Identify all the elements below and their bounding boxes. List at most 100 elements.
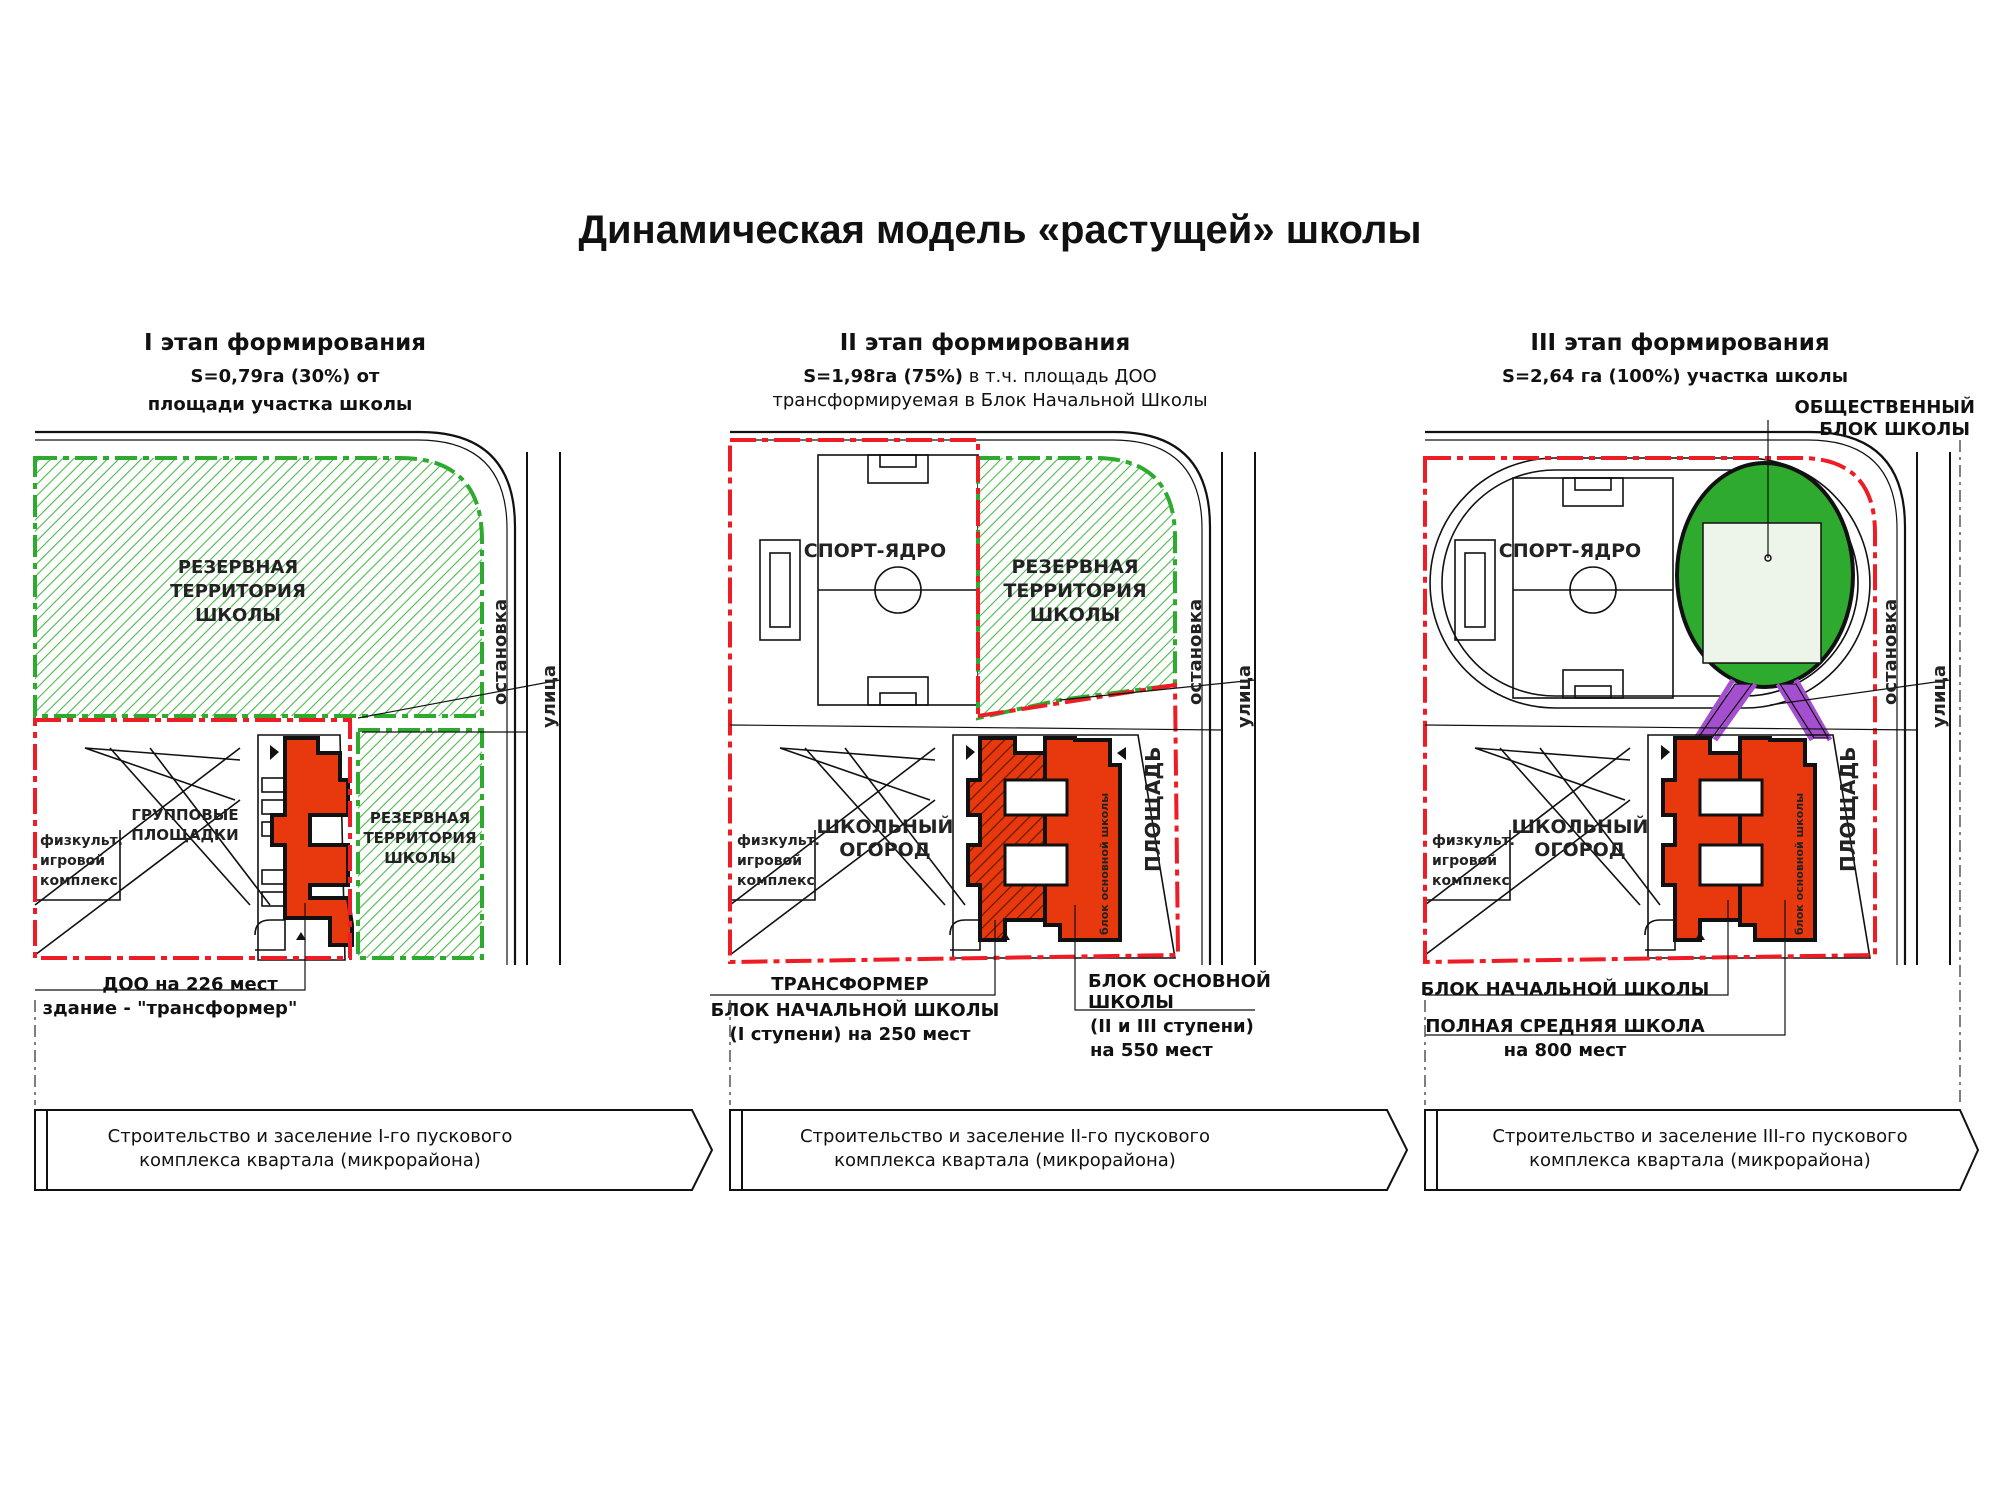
- reserve-territory-big: [33, 456, 484, 718]
- entrance-icon: [296, 932, 306, 940]
- stage-1-area-line2: площади участка школы: [148, 394, 413, 415]
- stop-label: остановка: [490, 599, 511, 705]
- main-block-vertical-label: блок основной школы: [1098, 793, 1111, 935]
- stage-1-area-rest: от: [350, 366, 380, 387]
- pointer-line: [729, 724, 1223, 731]
- timeline-arrow: [729, 1109, 1409, 1191]
- callout-text: здание - "трансформер": [43, 998, 298, 1019]
- sport-field: [759, 454, 979, 706]
- stage-2: II этап формирования S=1,98га (75%) в т.…: [710, 330, 1409, 1191]
- primary-block-building: [966, 736, 1047, 942]
- phys-label: игровой: [1432, 853, 1497, 869]
- callout-line: [1425, 900, 1786, 1036]
- public-block-building: [1702, 522, 1822, 664]
- doo-building: [270, 736, 354, 947]
- callout-line: [1425, 900, 1729, 996]
- stage-3-area-rest: участка школы: [1681, 366, 1848, 387]
- street-curb-inner: [1425, 439, 1898, 965]
- phys-label: игровой: [737, 853, 802, 869]
- square-label: ПЛОЩАДЬ: [1836, 747, 1860, 872]
- purple-link-fill: [1696, 683, 1830, 739]
- main-block-label: БЛОК ОСНОВНОЙ: [1088, 970, 1271, 992]
- full-school-label: ПОЛНАЯ СРЕДНЯЯ ШКОЛА: [1425, 1016, 1704, 1037]
- phys-label: игровой: [40, 853, 105, 869]
- main-block-label: (II и III ступени): [1090, 1016, 1254, 1037]
- main-block-vertical-label: блок основной школы: [1793, 793, 1806, 935]
- entrance-icon: [1695, 932, 1705, 940]
- stage-1-heading: I этап формирования: [144, 330, 426, 356]
- phys-label: комплекс: [1432, 873, 1510, 889]
- street-curb-outer: [730, 430, 1212, 965]
- group-label: ГРУППОВЫЕ: [131, 806, 238, 824]
- callout-text: ДОО на 226 мест: [102, 974, 278, 995]
- entrance-icon: [1000, 932, 1010, 940]
- stage-2-area-rest: в т.ч. площадь ДОО: [963, 366, 1157, 387]
- transformer-label: ТРАНСФОРМЕР: [771, 974, 928, 995]
- stop-label: остановка: [1185, 599, 1206, 705]
- reserve-small-label: РЕЗЕРВНАЯ: [370, 809, 470, 827]
- reserve-label: ТЕРРИТОРИЯ: [1003, 580, 1146, 602]
- phys-label: комплекс: [737, 873, 815, 889]
- public-block-label: БЛОК ШКОЛЫ: [1819, 419, 1970, 440]
- garden-label: ОГОРОД: [1534, 839, 1625, 861]
- timeline-text: Строительство и заселение III-го пусково…: [1492, 1126, 1907, 1147]
- sport-label: СПОРТ-ЯДРО: [1499, 540, 1641, 562]
- garden-label: ШКОЛЬНЫЙ: [817, 815, 954, 838]
- garden-label: ОГОРОД: [839, 839, 930, 861]
- reserve-label: РЕЗЕРВНАЯ: [1011, 556, 1138, 578]
- timeline-arrow: [1424, 1109, 1980, 1191]
- timeline-arrow: [34, 1109, 714, 1191]
- street-curb-inner: [35, 439, 508, 965]
- stage-1-area: S=0,79га (30%) от: [191, 366, 380, 387]
- stage-3-area: S=2,64 га (100%) участка школы: [1502, 366, 1848, 387]
- reserve-territory: [976, 456, 1177, 721]
- street-label: улица: [1929, 665, 1950, 728]
- square-label: ПЛОЩАДЬ: [1141, 747, 1165, 872]
- pointer-line: [357, 679, 561, 719]
- main-block-label: ШКОЛЫ: [1088, 992, 1174, 1013]
- callout-line: [710, 920, 996, 996]
- callout-line: [35, 903, 306, 991]
- street-curb-outer: [35, 430, 517, 965]
- stage-2-area-bold: S=1,98га (75%): [803, 366, 963, 387]
- site-lines: [1424, 734, 1871, 959]
- page-title: Динамическая модель «растущей» школы: [578, 208, 1421, 252]
- courtyard: [1003, 843, 1069, 887]
- courtyard: [1003, 778, 1069, 817]
- entrance-icon: [966, 745, 975, 760]
- primary-block-label: БЛОК НАЧАЛЬНОЙ ШКОЛЫ: [711, 999, 1000, 1021]
- reserve-small-label: ШКОЛЫ: [384, 849, 456, 867]
- stage-2-area-line2: трансформируемая в Блок Начальной Школы: [772, 390, 1207, 411]
- stage-1: I этап формирования S=0,79га (30%) от пл…: [33, 330, 714, 1191]
- reserve-label: ШКОЛЫ: [195, 605, 281, 626]
- pointer-line: [1769, 679, 1951, 706]
- garden-label: ШКОЛЬНЫЙ: [1512, 815, 1649, 838]
- full-school-label: на 800 мест: [1504, 1040, 1627, 1061]
- stage-3: III этап формирования S=2,64 га (100%) у…: [1421, 330, 1980, 1191]
- group-label: ПЛОЩАДКИ: [131, 826, 238, 844]
- primary-block-label: (I ступени) на 250 мест: [730, 1024, 971, 1045]
- purple-link: [1692, 678, 1833, 742]
- courtyard: [1698, 778, 1764, 817]
- entrance-icon: [1661, 745, 1670, 760]
- phys-label: комплекс: [40, 873, 118, 889]
- entrance-icon: [1117, 747, 1126, 760]
- stage-2-heading: II этап формирования: [840, 330, 1131, 356]
- site-lines: [34, 734, 346, 961]
- timeline-text: Строительство и заселение II-го пусковог…: [800, 1126, 1210, 1147]
- pointer-line: [1059, 679, 1256, 701]
- reserve-label: ТЕРРИТОРИЯ: [170, 581, 306, 602]
- timeline-text: комплекса квартала (микрорайона): [834, 1150, 1176, 1171]
- street-label: улица: [1234, 665, 1255, 728]
- street-curb-inner: [730, 439, 1203, 965]
- site-boundary: [33, 718, 352, 960]
- sport-label: СПОРТ-ЯДРО: [804, 540, 946, 562]
- street-curb-outer: [1425, 430, 1907, 965]
- reserve-territory-small: [356, 728, 484, 960]
- stop-label: остановка: [1880, 599, 1901, 705]
- phys-label: физкульт.: [737, 833, 820, 849]
- callout-line: [1074, 905, 1255, 1011]
- site-boundary: [1423, 456, 1877, 965]
- primary-block-label: БЛОК НАЧАЛЬНОЙ ШКОЛЫ: [1421, 978, 1710, 1000]
